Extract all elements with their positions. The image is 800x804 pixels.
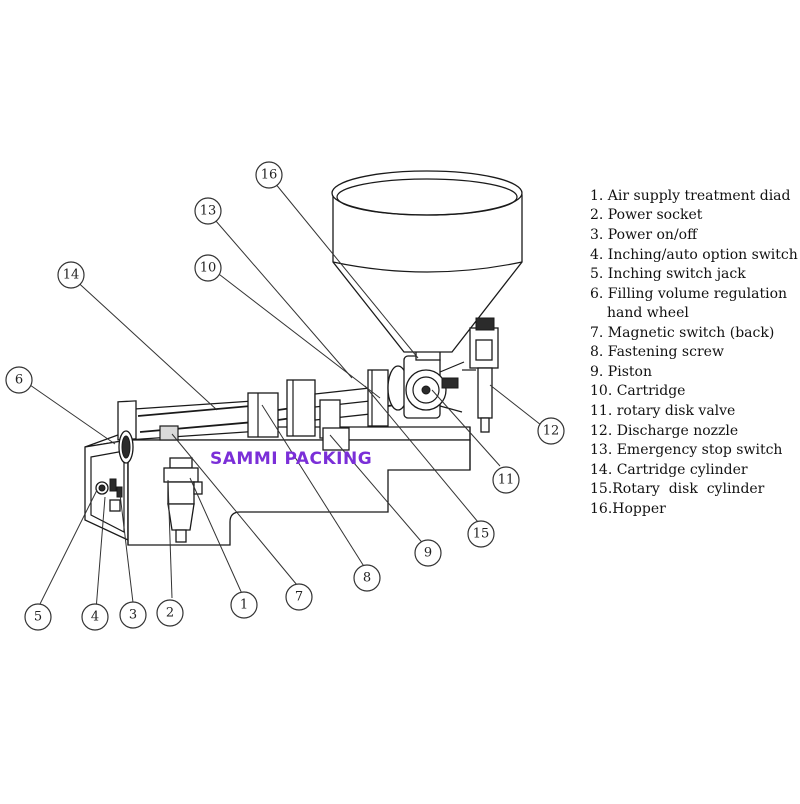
svg-text:5: 5 xyxy=(34,610,42,625)
svg-text:6: 6 xyxy=(15,373,23,388)
legend-item-5: 5. Inching switch jack xyxy=(590,266,746,282)
power-switch xyxy=(116,486,123,498)
svg-text:4: 4 xyxy=(91,610,99,625)
svg-text:3: 3 xyxy=(129,608,137,623)
rotary-disk-valve xyxy=(387,347,465,419)
callout-6: 6 xyxy=(5,366,33,394)
machine-base xyxy=(84,426,471,546)
svg-text:2: 2 xyxy=(166,606,174,621)
leader-lines xyxy=(29,176,542,612)
inching-auto-switch xyxy=(109,478,117,492)
legend-item-6: 6. Filling volume regulation xyxy=(590,286,787,302)
legend-item-16: 16.Hopper xyxy=(590,501,666,517)
svg-text:11: 11 xyxy=(498,473,515,488)
svg-text:15: 15 xyxy=(473,527,490,542)
legend-item-7: 7. Magnetic switch (back) xyxy=(590,325,774,341)
legend-item-12: 12. Discharge nozzle xyxy=(590,423,738,439)
callout-15: 15 xyxy=(467,520,495,548)
callout-5: 5 xyxy=(24,603,52,631)
callouts: 1 2 3 4 5 6 7 8 9 10 11 12 13 14 15 16 xyxy=(5,161,565,631)
svg-text:1: 1 xyxy=(240,598,248,613)
callout-13: 13 xyxy=(194,197,222,225)
callout-8: 8 xyxy=(353,564,381,592)
callout-7: 7 xyxy=(285,583,313,611)
legend-item-6-cont: hand wheel xyxy=(607,305,689,321)
legend-item-4: 4. Inching/auto option switch xyxy=(590,247,798,263)
cartridge-cylinder xyxy=(117,392,279,441)
legend-item-11: 11. rotary disk valve xyxy=(590,403,735,419)
watermark: SAMMI PACKING xyxy=(210,449,372,469)
callout-12: 12 xyxy=(537,417,565,445)
control-panel xyxy=(95,478,123,512)
hand-wheel xyxy=(118,430,134,464)
discharge-nozzle xyxy=(462,317,499,433)
svg-text:7: 7 xyxy=(295,590,303,605)
legend: 1. Air supply treatment diad 2. Power so… xyxy=(590,188,798,517)
legend-item-8: 8. Fastening screw xyxy=(590,344,724,360)
svg-text:12: 12 xyxy=(543,424,560,439)
legend-item-15: 15.Rotary disk cylinder xyxy=(590,481,765,497)
callout-1: 1 xyxy=(230,591,258,619)
legend-item-10: 10. Cartridge xyxy=(590,383,685,399)
svg-text:8: 8 xyxy=(363,571,371,586)
svg-text:9: 9 xyxy=(424,546,432,561)
legend-item-2: 2. Power socket xyxy=(590,207,703,223)
callout-4: 4 xyxy=(81,603,109,631)
cartridge xyxy=(314,369,403,451)
legend-item-9: 9. Piston xyxy=(590,364,652,380)
legend-item-13: 13. Emergency stop switch xyxy=(590,442,782,458)
svg-text:16: 16 xyxy=(261,168,278,183)
callout-3: 3 xyxy=(119,601,147,629)
callout-10: 10 xyxy=(194,254,222,282)
legend-item-1: 1. Air supply treatment diad xyxy=(590,188,791,204)
legend-item-3: 3. Power on/off xyxy=(590,227,698,243)
callout-11: 11 xyxy=(492,466,520,494)
svg-text:13: 13 xyxy=(200,204,217,219)
callout-9: 9 xyxy=(414,539,442,567)
callout-2: 2 xyxy=(156,599,184,627)
svg-text:14: 14 xyxy=(63,268,80,283)
svg-text:10: 10 xyxy=(200,261,217,276)
legend-item-14: 14. Cartridge cylinder xyxy=(590,462,748,478)
connecting-rod xyxy=(277,379,316,437)
callout-14: 14 xyxy=(57,261,85,289)
air-supply-unit xyxy=(163,457,203,543)
callout-16: 16 xyxy=(255,161,283,189)
power-socket xyxy=(109,499,121,512)
hopper xyxy=(331,170,523,353)
